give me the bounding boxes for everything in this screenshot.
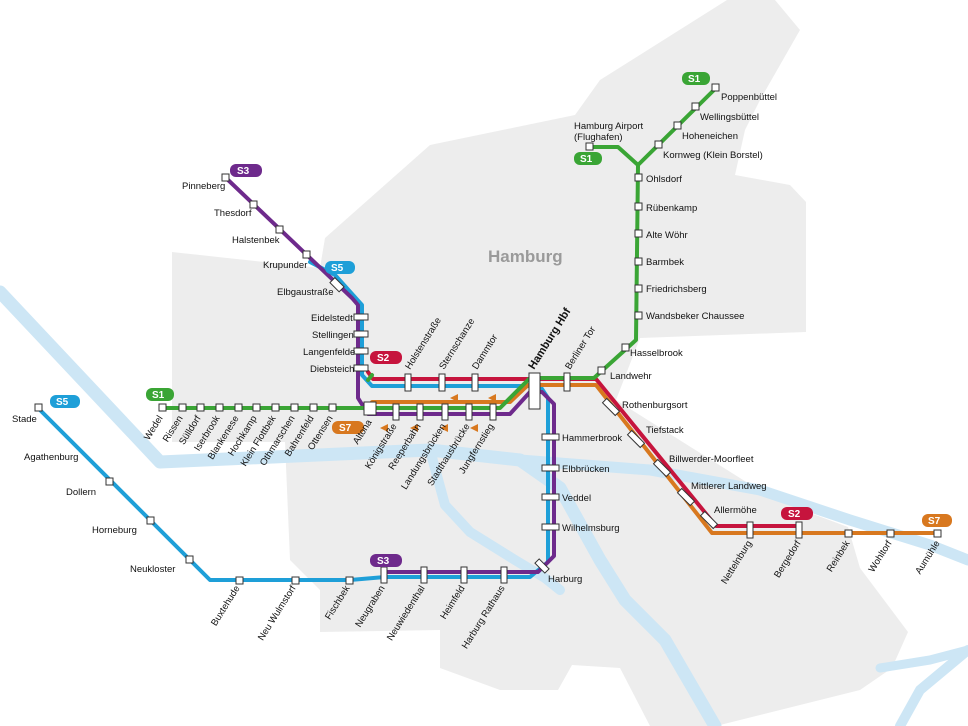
label-alte-woehr: Alte Wöhr xyxy=(646,230,688,241)
label-hasselbrook: Hasselbrook xyxy=(630,348,683,359)
line-s3 xyxy=(224,176,556,574)
label-buxtehude: Buxtehude xyxy=(209,584,242,628)
label-hoheneichen: Hoheneichen xyxy=(682,131,738,142)
svg-text:S5: S5 xyxy=(56,397,69,408)
label-neukloster: Neukloster xyxy=(130,564,175,575)
label-poppenbuettel: Poppenbüttel xyxy=(721,92,777,103)
svg-text:S2: S2 xyxy=(788,509,801,520)
label-neu-wulmstorf: Neu Wulmstorf xyxy=(256,583,299,642)
svg-text:S3: S3 xyxy=(377,556,390,567)
label-mittlerer-landweg: Mittlerer Landweg xyxy=(691,481,767,492)
badge-s2-west: S2 xyxy=(370,351,402,364)
label-veddel: Veddel xyxy=(562,493,591,504)
label-allermoehe: Allermöhe xyxy=(714,505,757,516)
svg-text:S2: S2 xyxy=(377,353,390,364)
badge-s5-west: S5 xyxy=(50,395,80,408)
svg-text:S7: S7 xyxy=(928,516,941,527)
label-eidelstedt: Eidelstedt xyxy=(311,313,353,324)
label-airport-sub: (Flughafen) xyxy=(574,132,623,143)
label-thesdorf: Thesdorf xyxy=(214,208,252,219)
badge-s5-north: S5 xyxy=(325,261,355,274)
label-wilhelmsburg: Wilhelmsburg xyxy=(562,523,620,534)
city-name: Hamburg xyxy=(488,247,563,266)
label-agathenburg: Agathenburg xyxy=(24,452,78,463)
label-stellingen: Stellingen xyxy=(312,330,354,341)
river-elbe xyxy=(0,285,968,726)
svg-text:S1: S1 xyxy=(580,154,593,165)
station-markers xyxy=(34,83,942,585)
label-barmbek: Barmbek xyxy=(646,257,684,268)
label-landwehr: Landwehr xyxy=(610,371,652,382)
city-area xyxy=(172,0,908,726)
label-tiefstack: Tiefstack xyxy=(646,425,684,436)
label-rothenburgsort: Rothenburgsort xyxy=(622,400,688,411)
badge-s1-airport: S1 xyxy=(574,152,602,165)
label-airport: Hamburg Airport xyxy=(574,121,644,132)
label-kornweg: Kornweg (Klein Borstel) xyxy=(663,150,763,161)
badge-s3-south: S3 xyxy=(370,554,402,567)
badge-s7-east: S7 xyxy=(922,514,952,527)
svg-text:S5: S5 xyxy=(331,263,344,274)
badge-s1-west: S1 xyxy=(146,388,174,401)
svg-text:S7: S7 xyxy=(339,423,352,434)
label-ruebenkamp: Rübenkamp xyxy=(646,203,697,214)
station-bars xyxy=(329,276,803,584)
svg-text:S1: S1 xyxy=(688,74,701,85)
svg-text:S1: S1 xyxy=(152,390,165,401)
label-langenfelde: Langenfelde xyxy=(303,347,355,358)
badge-s3-north: S3 xyxy=(230,164,262,177)
label-halstenbek: Halstenbek xyxy=(232,235,280,246)
label-dollern: Dollern xyxy=(66,487,96,498)
label-elbgaustrasse: Elbgaustraße xyxy=(277,287,334,298)
direction-arrows xyxy=(380,394,496,432)
label-diebsteich: Diebsteich xyxy=(310,364,354,375)
svg-text:S3: S3 xyxy=(237,166,250,177)
label-wohltorf: Wohltorf xyxy=(867,538,895,574)
badge-s1-north: S1 xyxy=(682,72,710,85)
label-stade: Stade xyxy=(12,414,37,425)
label-wandsbeker-chaussee: Wandsbeker Chaussee xyxy=(646,311,744,322)
label-friedrichsberg: Friedrichsberg xyxy=(646,284,707,295)
label-krupunder: Krupunder xyxy=(263,260,307,271)
badge-s7-west: S7 xyxy=(332,421,364,434)
label-wellingsbuettel: Wellingsbüttel xyxy=(700,112,759,123)
station-labels: Poppenbüttel Wellingsbüttel Hoheneichen … xyxy=(12,92,777,585)
label-hammerbrook: Hammerbrook xyxy=(562,433,622,444)
label-billwerder: Billwerder-Moorfleet xyxy=(669,454,754,465)
badge-s2-east: S2 xyxy=(781,507,813,520)
label-pinneberg: Pinneberg xyxy=(182,181,225,192)
label-ohlsdorf: Ohlsdorf xyxy=(646,174,682,185)
label-elbbruecken: Elbbrücken xyxy=(562,464,610,475)
label-horneburg: Horneburg xyxy=(92,525,137,536)
label-harburg: Harburg xyxy=(548,574,582,585)
